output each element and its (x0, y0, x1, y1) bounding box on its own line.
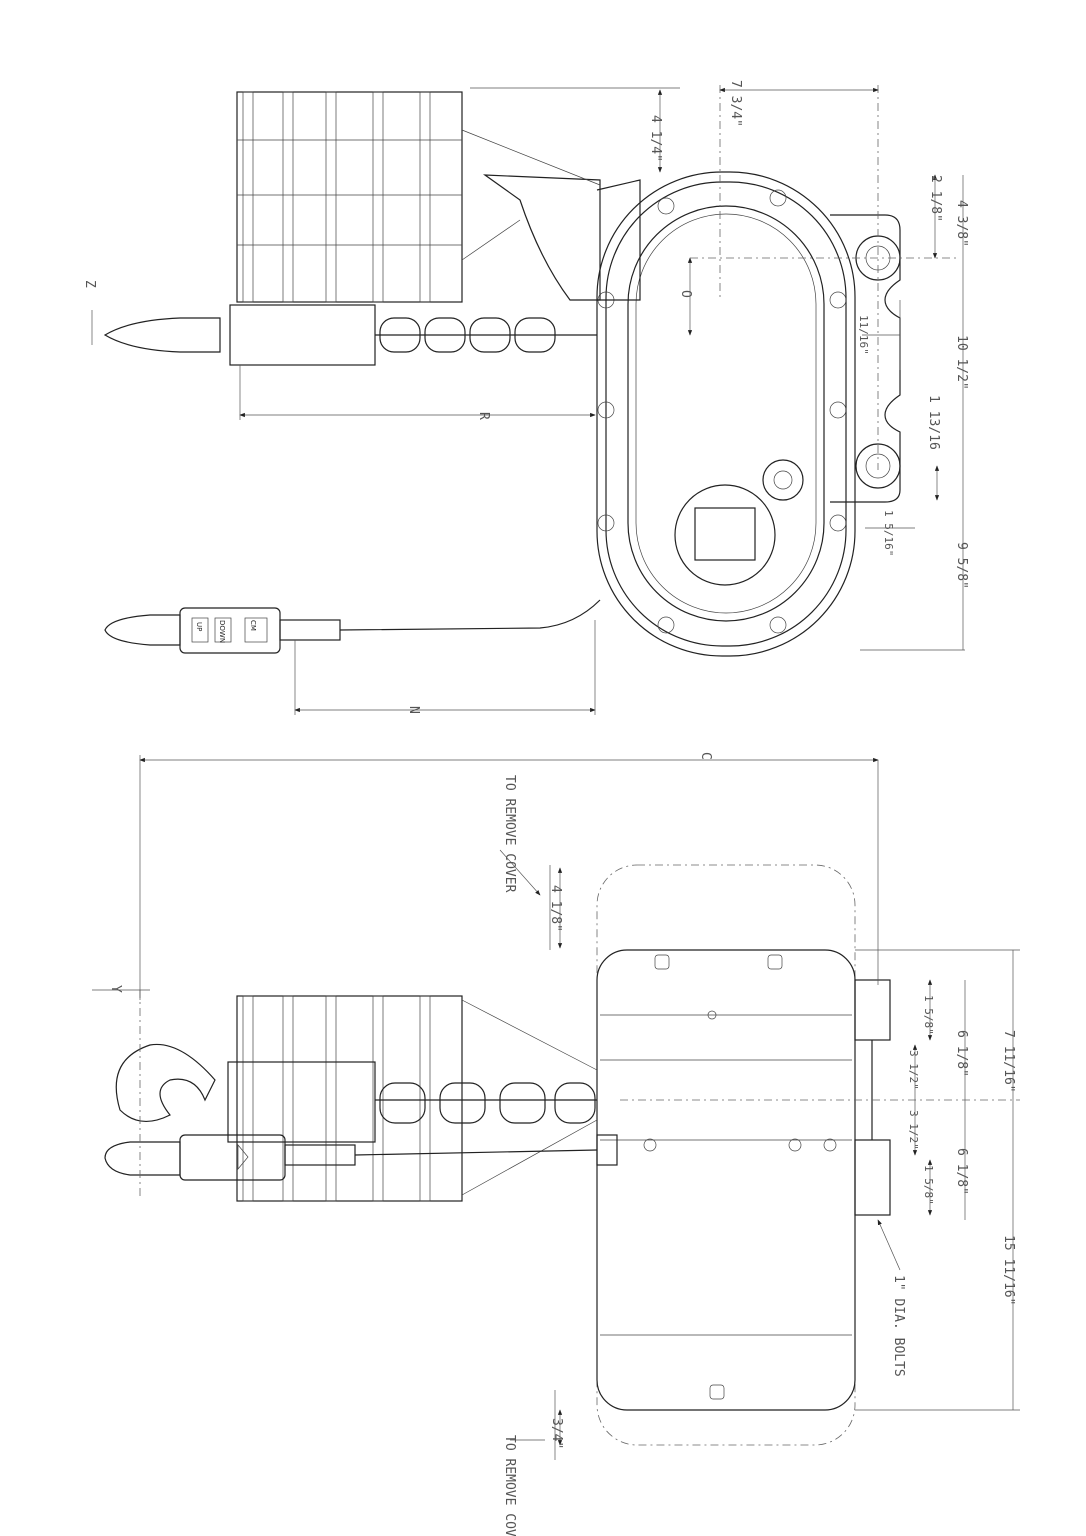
dim-R: R (476, 412, 491, 420)
note-1-dia-bolts: 1" DIA. BOLTS (891, 1275, 906, 1377)
chain-container (236, 91, 601, 303)
dim-11-16: 11/16" (857, 315, 870, 355)
top-view-labels: 7 3/4" 4 1/4" 2 1/8" 4 3/8" O Z 11/16" 1… (82, 80, 969, 714)
dim-6-1-8-lower: 6 1/8" (954, 1148, 969, 1195)
note-to-remove-cover-top: TO REMOVE COVER (502, 775, 517, 893)
hook-block (229, 304, 376, 366)
dim-10-1-2: 10 1/2" (954, 335, 969, 390)
dim-C: C (698, 752, 713, 760)
housing-bolts (597, 189, 847, 634)
load-chain-side (375, 1082, 597, 1124)
mounting-bolts (854, 979, 891, 1216)
dim-1-5-8-upper: 1 5/8" (922, 995, 935, 1035)
dim-6-1-8-upper: 6 1/8" (954, 1030, 969, 1077)
pendant-logo: CM (249, 620, 257, 631)
dim-7-3-4: 7 3/4" (728, 80, 743, 127)
hoist-body (596, 949, 856, 1411)
hook (103, 317, 221, 353)
dim-Z: Z (82, 280, 97, 288)
pendant-control: UP DOWN CM (104, 599, 601, 654)
dim-3-1-2-upper: 3 1/2" (907, 1050, 920, 1090)
side-view-dimensions (92, 755, 1020, 1460)
note-to-remove-cover-bottom: TO REMOVE COVER (502, 1435, 517, 1536)
top-view-dimensions (91, 87, 965, 715)
inspection-port (674, 484, 776, 586)
dim-4-3-8: 4 3/8" (954, 200, 969, 247)
dim-4-1-4: 4 1/4" (648, 115, 663, 162)
hook-side (115, 1043, 216, 1122)
pendant-down-button: DOWN (218, 620, 226, 643)
dim-1-13-16: 1 13/16 (926, 395, 941, 450)
side-view-labels: C TO REMOVE COVER 4 1/8" Y 7 11/16" 1 5/… (108, 752, 1016, 1536)
dim-N: N (406, 706, 421, 714)
top-view: UP DOWN CM (82, 80, 969, 715)
dim-1-5-16: 1 5/16" (882, 510, 895, 556)
dim-3-1-2-lower: 3 1/2" (907, 1110, 920, 1150)
svg-text:TO REMOVE COVER: TO REMOVE COVER (502, 775, 517, 893)
pendant-side (104, 1134, 618, 1181)
dim-1-5-8-lower: 1 5/8" (922, 1165, 935, 1205)
load-chain (375, 317, 597, 353)
cover-removal-envelope (596, 864, 856, 1446)
dim-7-11-16: 7 11/16" (1001, 1030, 1016, 1093)
dim-O: O (678, 290, 693, 298)
dim-4-1-8: 4 1/8" (548, 885, 563, 932)
lug-bolt-lower (855, 443, 901, 489)
housing-outline (596, 171, 856, 657)
hook-block-side (227, 1061, 376, 1143)
dim-2-1-8: 2 1/8" (928, 175, 943, 222)
pendant-up-button: UP (195, 622, 203, 631)
dim-3-4: 3/4" (549, 1418, 564, 1449)
dim-15-11-16: 15 11/16" (1001, 1235, 1016, 1305)
chain-container-side (236, 995, 598, 1202)
dim-Y: Y (108, 985, 123, 993)
dim-9-5-8: 9 5/8" (954, 542, 969, 589)
housing-inner-oval (627, 205, 825, 622)
side-view: C TO REMOVE COVER 4 1/8" Y 7 11/16" 1 5/… (92, 752, 1020, 1536)
